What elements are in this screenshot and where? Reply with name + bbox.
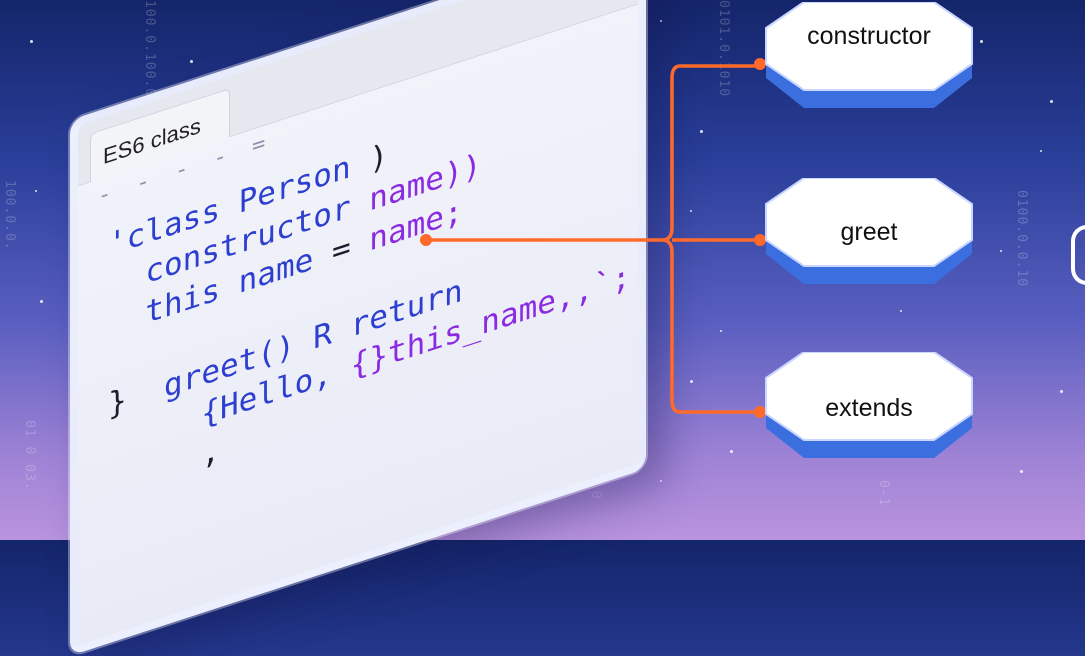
node-extends[interactable]: extends (764, 352, 974, 472)
node-label-greet: greet (840, 218, 898, 246)
node-greet[interactable]: greet (764, 178, 974, 298)
binary-stream-1: 100.0.100.0 (142, 0, 157, 98)
connector-bracket (661, 64, 681, 414)
partial-circle-icon (1071, 225, 1085, 285)
connector-dot-greet (754, 234, 766, 246)
binary-stream-4: 01 0 03. (22, 420, 37, 491)
starfield (0, 0, 1085, 540)
binary-stream-5: 0100.0.0.10 (1014, 190, 1029, 288)
binary-stream-2: 0101.0.1010 (716, 0, 731, 98)
connector-dot-extends (754, 406, 766, 418)
binary-stream-7: 0-1 (876, 480, 891, 507)
node-label-extends: extends (825, 394, 913, 422)
binary-stream-3: 100.0.0. (2, 180, 17, 251)
connector-dot-source (420, 234, 432, 246)
connector-lines (420, 58, 766, 418)
node-constructor[interactable]: constructor (764, 2, 974, 122)
node-label-constructor: constructor (807, 22, 931, 50)
connector-dot-constructor (754, 58, 766, 70)
